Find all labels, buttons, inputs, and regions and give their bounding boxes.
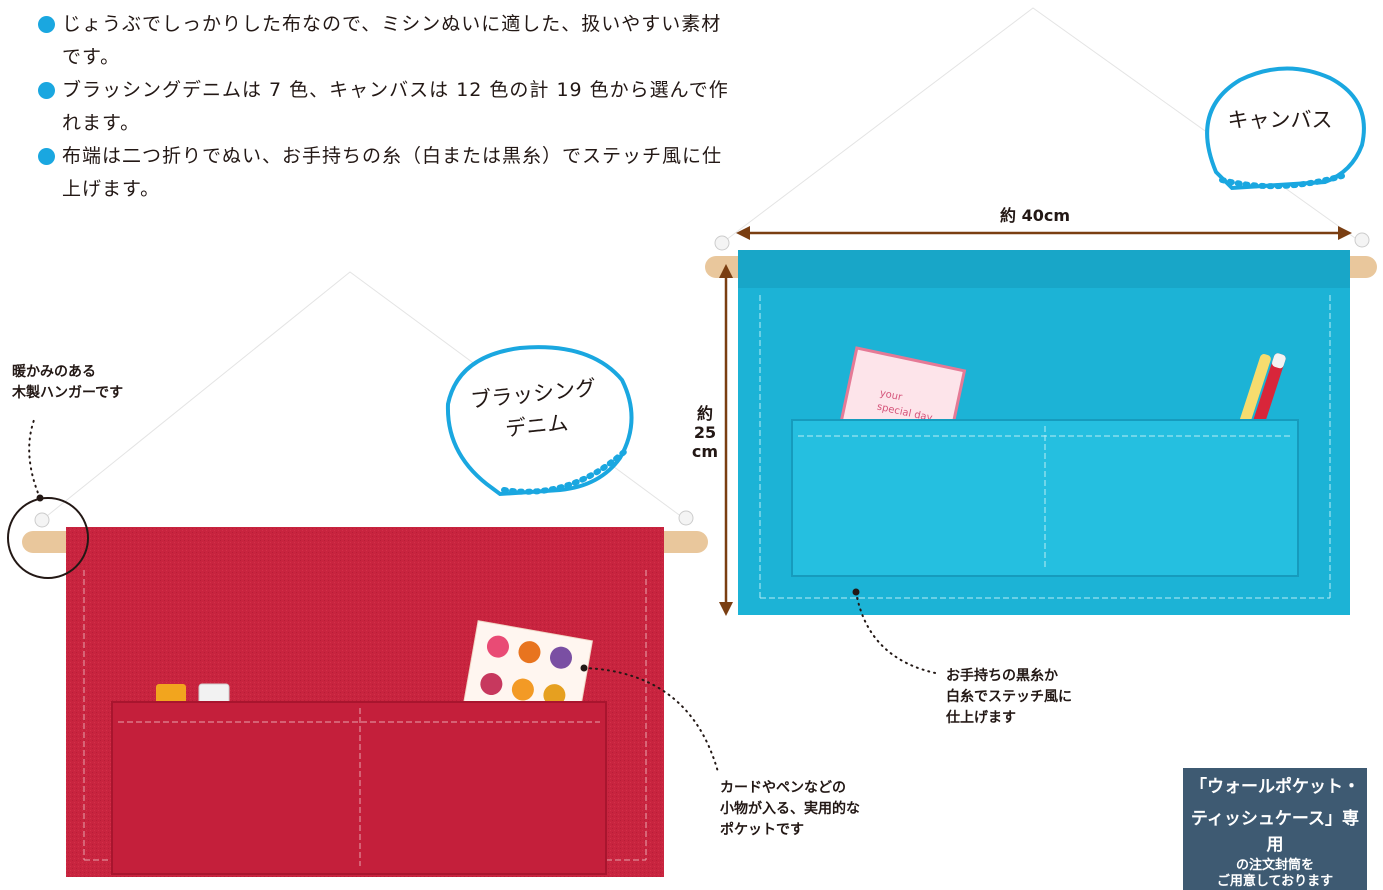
denim-speech-bubble — [445, 345, 634, 497]
denim-wall-pocket — [22, 267, 708, 877]
pocket-leader-line — [583, 667, 719, 773]
width-dimension-label: 約 40cm — [1000, 206, 1070, 225]
feature-item: じょうぶでしっかりした布なので、ミシンぬいに適した、扱いやすい素材です。 — [38, 8, 738, 74]
hanger-callout: 暖かみのある 木製ハンガーです — [12, 364, 124, 401]
canvas-wall-pocket: your special day — [705, 3, 1377, 615]
stitch-callout: お手持ちの黒糸か 白糸でステッチ風に 仕上げます — [946, 668, 1072, 726]
order-envelope-notice: 「ウォールポケット・ ティッシュケース」専用 の注文封筒を ご用意しております — [1183, 768, 1367, 890]
feature-item: 布端は二つ折りでぬい、お手持ちの糸（白または黒糸）でステッチ風に仕上げます。 — [38, 140, 738, 206]
feature-list: じょうぶでしっかりした布なので、ミシンぬいに適した、扱いやすい素材です。 ブラッ… — [38, 8, 738, 206]
hanger-leader-line — [28, 419, 41, 499]
bullet-dot-icon — [38, 16, 55, 33]
height-dimension-label: 約 25 cm — [691, 404, 719, 461]
pens — [1237, 353, 1286, 436]
svg-text:your: your — [879, 388, 904, 404]
width-dimension-arrow — [736, 226, 1352, 240]
canvas-bubble-label: キャンバス — [1227, 108, 1333, 132]
sticker-card — [462, 620, 593, 727]
feature-item: ブラッシングデニムは 7 色、キャンバスは 12 色の計 19 色から選んで作れ… — [38, 74, 738, 140]
height-dimension-arrow — [719, 264, 733, 616]
denim-front-pocket — [111, 701, 607, 875]
hanger-highlight-circle — [7, 497, 89, 579]
pocket-callout: カードやペンなどの 小物が入る、実用的な ポケットです — [720, 780, 860, 838]
canvas-speech-bubble — [1205, 66, 1366, 191]
bullet-dot-icon — [38, 82, 55, 99]
bullet-dot-icon — [38, 148, 55, 165]
stitch-leader-line — [855, 591, 941, 675]
